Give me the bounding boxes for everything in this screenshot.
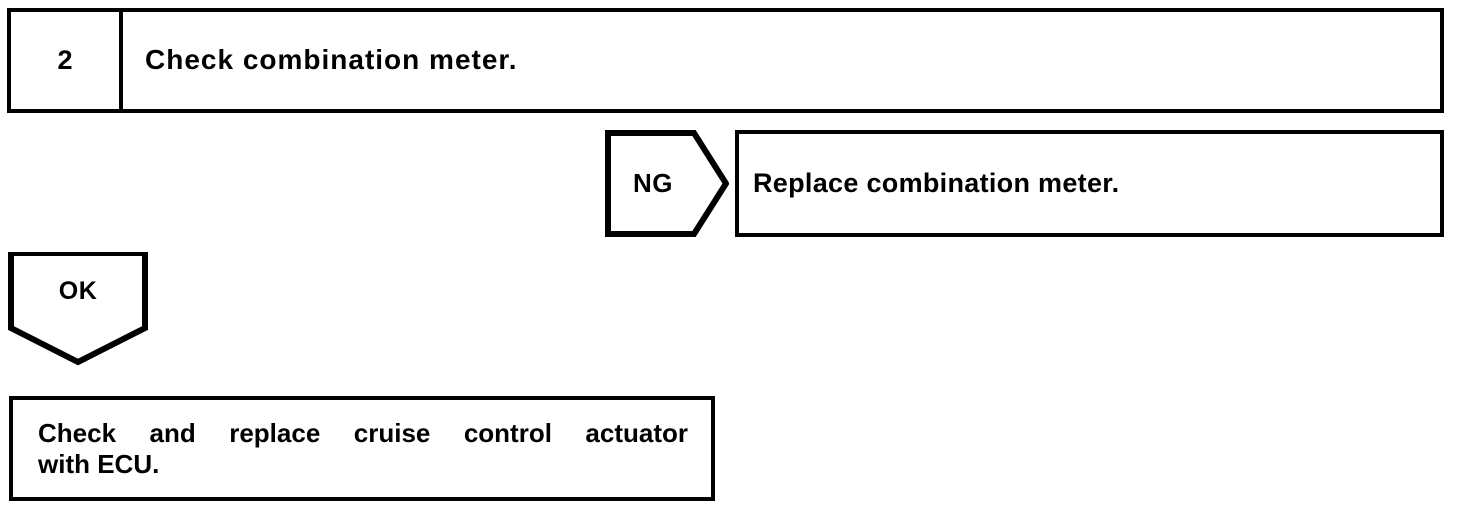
step-row: 2 Check combination meter. — [7, 8, 1444, 113]
final-action-line-2: with ECU. — [38, 448, 160, 479]
ok-branch-pointer — [8, 252, 148, 366]
final-action-box: Check and replace cruise control actuato… — [9, 396, 715, 501]
step-instruction: Check combination meter. — [145, 44, 518, 76]
step-number-cell: 2 — [11, 12, 123, 109]
final-action-text: Check and replace cruise control actuato… — [38, 418, 688, 479]
step-number: 2 — [57, 45, 73, 75]
ng-pentagon-shape — [605, 130, 729, 237]
ng-result-text: Replace combination meter. — [753, 168, 1120, 198]
ng-result-box: Replace combination meter. — [735, 130, 1444, 237]
ng-branch-pointer — [605, 130, 729, 237]
ok-pentagon-shape — [8, 252, 148, 366]
step-instruction-cell: Check combination meter. — [123, 12, 1440, 109]
final-action-line-1: Check and replace cruise control actuato… — [38, 417, 688, 448]
